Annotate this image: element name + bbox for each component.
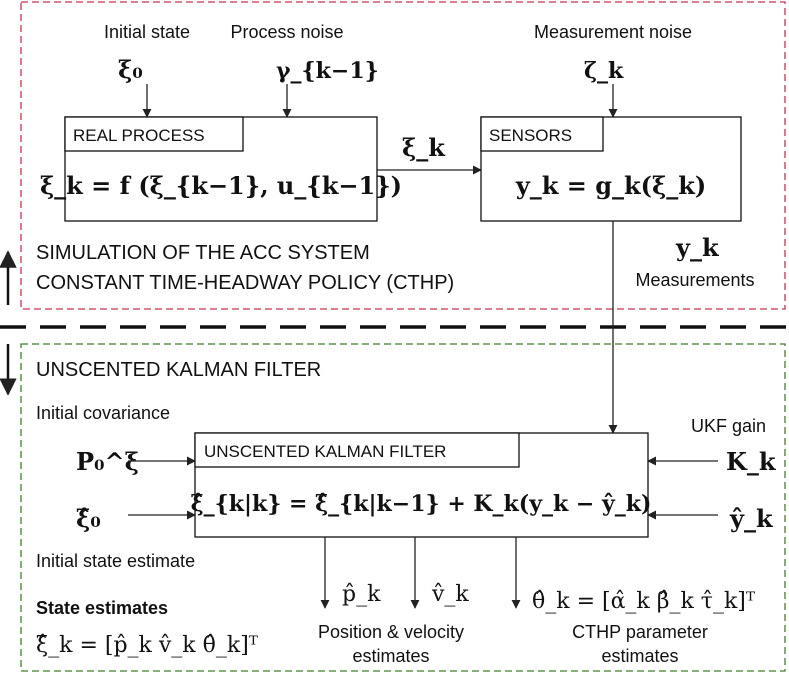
sensors-block: SENSORS y_k = g_k(ξ_k): [480, 116, 742, 222]
initial-state-symbol: ξ₀: [118, 55, 143, 84]
state-signal-symbol: ξ_k: [402, 133, 446, 162]
cthp-estimates-label-line1: CTHP parameter: [572, 622, 708, 642]
ukf-block-title: UNSCENTED KALMAN FILTER: [204, 442, 446, 461]
ukf-block-equation: ξ̂_{k|k} = ξ̂_{k|k−1} + K_k(y_k − ŷ_k): [191, 491, 652, 517]
position-estimate-symbol: p̂_k: [342, 582, 381, 607]
ukf-gain-symbol: K_k: [726, 447, 777, 476]
ukf-block: UNSCENTED KALMAN FILTER ξ̂_{k|k} = ξ̂_{k…: [191, 432, 652, 538]
real-process-title: REAL PROCESS: [73, 126, 205, 145]
initial-state-estimate-symbol: ξ̂₀: [76, 504, 101, 533]
initial-state-label: Initial state: [104, 22, 190, 42]
ukf-gain-label: UKF gain: [691, 416, 766, 436]
position-velocity-label-line2: estimates: [352, 646, 429, 666]
state-estimates-title: State estimates: [36, 598, 168, 618]
simulation-caption-line2: CONSTANT TIME-HEADWAY POLICY (CTHP): [36, 272, 454, 294]
position-velocity-label-line1: Position & velocity: [318, 622, 464, 642]
measurement-signal-symbol: y_k: [675, 233, 720, 262]
sensors-equation: y_k = g_k(ξ_k): [515, 171, 706, 200]
cthp-estimates-label-line2: estimates: [601, 646, 678, 666]
predicted-measurement-symbol: ŷ_k: [729, 504, 774, 533]
initial-covariance-label: Initial covariance: [36, 403, 170, 423]
measurements-label: Measurements: [635, 270, 754, 290]
process-noise-symbol: γ_{k−1}: [276, 58, 379, 84]
ukf-region-border: [20, 343, 786, 672]
sensors-title: SENSORS: [489, 126, 572, 145]
ukf-region-caption: UNSCENTED KALMAN FILTER: [36, 359, 321, 381]
measurement-noise-symbol: ζ_k: [584, 58, 624, 84]
real-process-equation: ξ_k = f (ξ_{k−1}, u_{k−1}): [40, 171, 402, 200]
real-process-block: REAL PROCESS ξ_k = f (ξ_{k−1}, u_{k−1}): [40, 116, 402, 222]
simulation-caption-line1: SIMULATION OF THE ACC SYSTEM: [36, 242, 370, 264]
simulation-region-border: [20, 1, 786, 310]
process-noise-label: Process noise: [230, 22, 343, 42]
state-estimates-equation: ξ̂_k = [p̂_k v̂_k θ̂_k]ᵀ: [36, 633, 259, 658]
measurement-noise-label: Measurement noise: [534, 22, 692, 42]
initial-state-estimate-label: Initial state estimate: [36, 551, 195, 571]
theta-estimate-equation: θ̂_k = [α̂_k β̂_k τ̂_k]ᵀ: [532, 589, 756, 614]
velocity-estimate-symbol: v̂_k: [431, 582, 469, 607]
